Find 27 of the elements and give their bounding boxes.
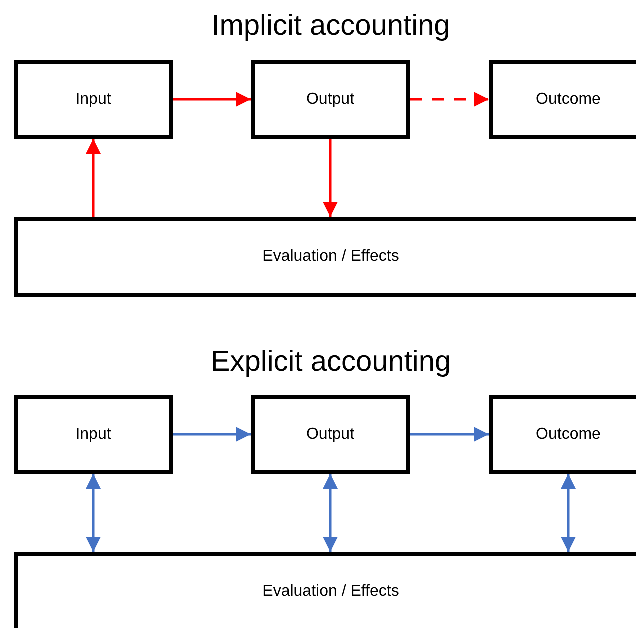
arrow — [561, 474, 576, 552]
arrow — [410, 427, 489, 442]
process-box — [251, 60, 410, 139]
section-title: Explicit accounting — [210, 345, 452, 380]
section-title: Implicit accounting — [212, 9, 450, 44]
process-box — [14, 60, 173, 139]
box-label: Input — [76, 90, 112, 110]
box-label: Outcome — [536, 424, 601, 444]
process-box — [14, 552, 636, 628]
process-box — [489, 60, 636, 139]
box-label: Input — [76, 424, 112, 444]
process-box — [489, 395, 636, 474]
arrow — [323, 474, 338, 552]
arrow — [323, 139, 338, 217]
arrow — [86, 139, 101, 217]
box-label: Output — [306, 90, 355, 110]
arrow — [410, 92, 489, 107]
box-label: Outcome — [536, 90, 601, 110]
process-box — [14, 217, 636, 297]
box-label: Evaluation / Effects — [262, 247, 400, 267]
process-box — [251, 395, 410, 474]
arrow — [173, 427, 251, 442]
process-box — [14, 395, 173, 474]
box-label: Evaluation / Effects — [262, 582, 400, 602]
arrow — [173, 92, 251, 107]
box-label: Output — [306, 424, 355, 444]
arrow — [86, 474, 101, 552]
